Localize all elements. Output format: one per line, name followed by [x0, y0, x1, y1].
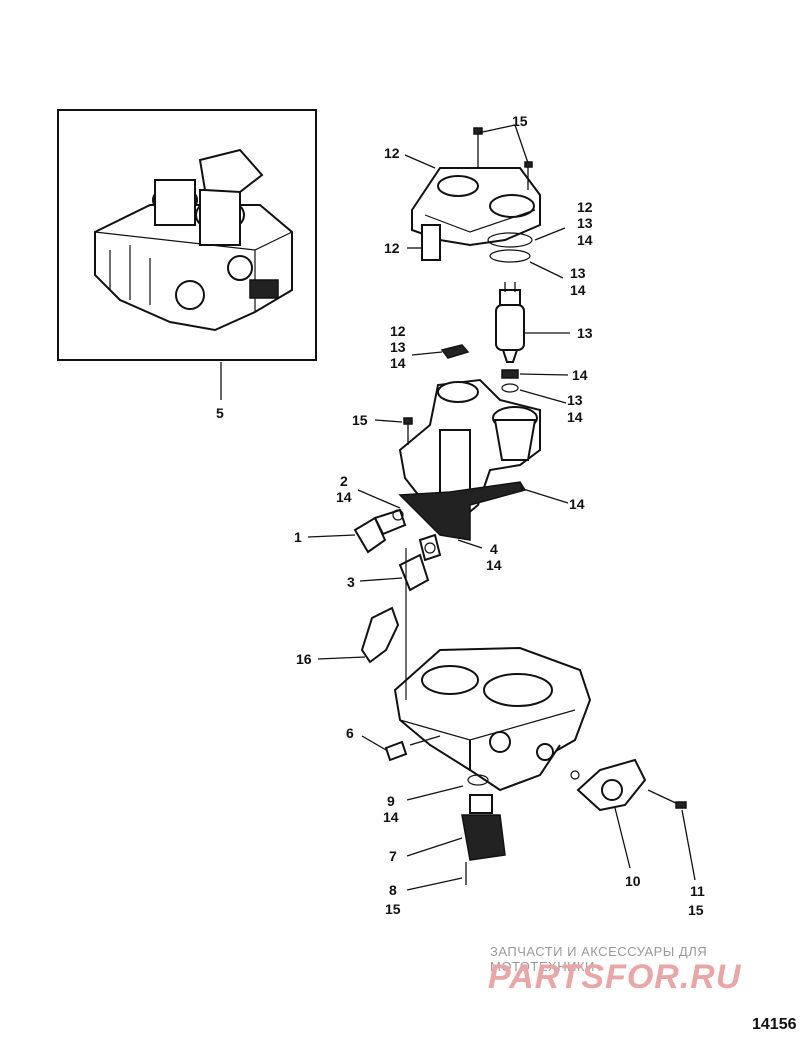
- callout-3: 3: [347, 574, 355, 590]
- callout-13-b: 13: [570, 265, 586, 281]
- callout-14-gasket: 14: [569, 496, 585, 512]
- callout-2: 2: [340, 473, 348, 489]
- callout-6: 6: [346, 725, 354, 741]
- callout-14-c: 14: [572, 367, 588, 383]
- callout-8: 8: [389, 882, 397, 898]
- callout-14-e: 14: [486, 557, 502, 573]
- callout-1: 1: [294, 529, 302, 545]
- throttle-body: [393, 646, 592, 792]
- callout-labels: 5 15 12 12 13 14 12 13 14 13 12 13 14 14…: [216, 113, 705, 918]
- fuel-meter-gasket: [398, 481, 527, 541]
- o-rings: [487, 232, 533, 263]
- watermark-caption: ЗАПЧАСТИ И АКСЕССУАРЫ ДЛЯ МОТОТЕХНИКИ: [490, 944, 708, 974]
- figure-number: 14156: [752, 1016, 797, 1033]
- inset-assembly-view: [57, 109, 317, 361]
- fuel-injector: [495, 282, 525, 393]
- small-gasket: [440, 344, 470, 359]
- callout-12-top: 12: [384, 145, 400, 161]
- callout-10: 10: [625, 873, 641, 889]
- assembled-throttle-body-drawing: [94, 148, 293, 332]
- callout-15-top: 15: [512, 113, 528, 129]
- callout-14-f: 14: [383, 809, 399, 825]
- callout-12-mid: 12: [390, 323, 406, 339]
- callout-13-injector: 13: [577, 325, 593, 341]
- idle-air-control-valve: [461, 774, 506, 885]
- plug: [384, 735, 441, 762]
- callout-14-d: 14: [567, 409, 583, 425]
- callout-13-a: 13: [577, 215, 593, 231]
- callout-15-bottom-left: 15: [385, 901, 401, 917]
- callout-9: 9: [387, 793, 395, 809]
- callout-7: 7: [389, 848, 397, 864]
- callout-14-b: 14: [570, 282, 586, 298]
- callout-11: 11: [690, 883, 705, 899]
- callout-15-bottom-right: 15: [688, 902, 704, 918]
- callout-14-a: 14: [577, 232, 593, 248]
- leader-lines: [220, 124, 696, 891]
- callout-15-mid: 15: [352, 412, 368, 428]
- fuel-outlet-fitting: [398, 533, 442, 592]
- callout-13-mid: 13: [390, 339, 406, 355]
- fuel-inlet-fitting: [353, 508, 407, 554]
- watermark-logo: PARTSFOR.RU: [488, 958, 742, 996]
- callout-12-a: 12: [577, 199, 593, 215]
- throttle-position-sensor: [570, 758, 687, 812]
- callout-14-left: 14: [336, 489, 352, 505]
- fuel-meter-cover: [411, 127, 541, 261]
- callout-16: 16: [296, 651, 312, 667]
- callout-12-left: 12: [384, 240, 400, 256]
- callout-5: 5: [216, 405, 224, 421]
- callout-4: 4: [490, 541, 498, 557]
- callout-14-mid: 14: [390, 355, 406, 371]
- callout-13-d: 13: [567, 392, 583, 408]
- spring-fitting: [360, 606, 400, 664]
